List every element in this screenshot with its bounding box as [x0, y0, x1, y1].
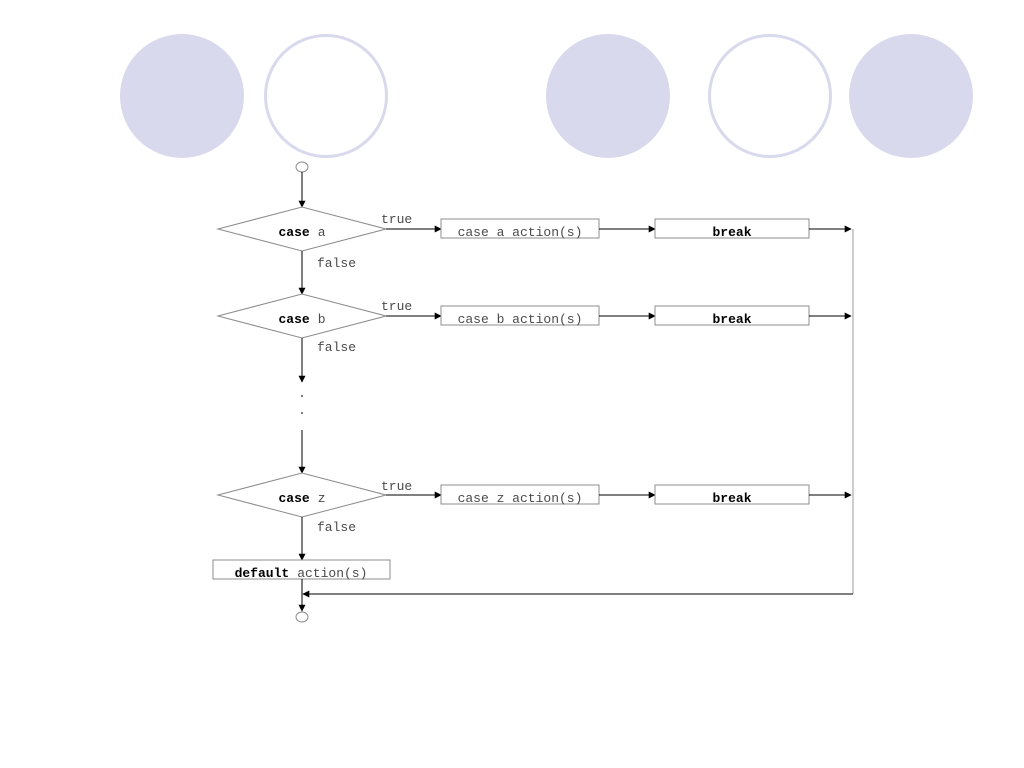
decorative-circle-filled [546, 34, 670, 158]
start-node [295, 161, 309, 173]
case-z-break-label: break [712, 491, 751, 506]
decorative-circle-ring [264, 34, 388, 158]
true-branch-label: true [381, 479, 412, 494]
case-a-break-label: break [712, 225, 751, 240]
case-z-action-label: case z action(s) [458, 491, 583, 506]
false-branch-label: false [317, 520, 356, 535]
decorative-circle-filled [849, 34, 973, 158]
case-keyword: case [278, 491, 309, 506]
decorative-circle-ring [708, 34, 832, 158]
true-branch-label: true [381, 212, 412, 227]
default-action-text: action(s) [297, 566, 367, 581]
false-branch-label: false [317, 340, 356, 355]
ellipsis-dot: . [298, 386, 306, 401]
case-value: z [318, 491, 326, 506]
case-value: b [318, 312, 326, 327]
false-branch-label: false [317, 256, 356, 271]
case-keyword: case [278, 312, 309, 327]
case-b-break-label: break [712, 312, 751, 327]
default-keyword: default [235, 566, 290, 581]
case-a-action-label: case a action(s) [458, 225, 583, 240]
end-node [295, 611, 309, 623]
case-b-action-label: case b action(s) [458, 312, 583, 327]
true-branch-label: true [381, 299, 412, 314]
case-value: a [318, 225, 326, 240]
decorative-circle-filled [120, 34, 244, 158]
ellipsis-dot: . [298, 403, 306, 418]
default-action-label: default action(s) [235, 566, 368, 581]
case-keyword: case [278, 225, 309, 240]
